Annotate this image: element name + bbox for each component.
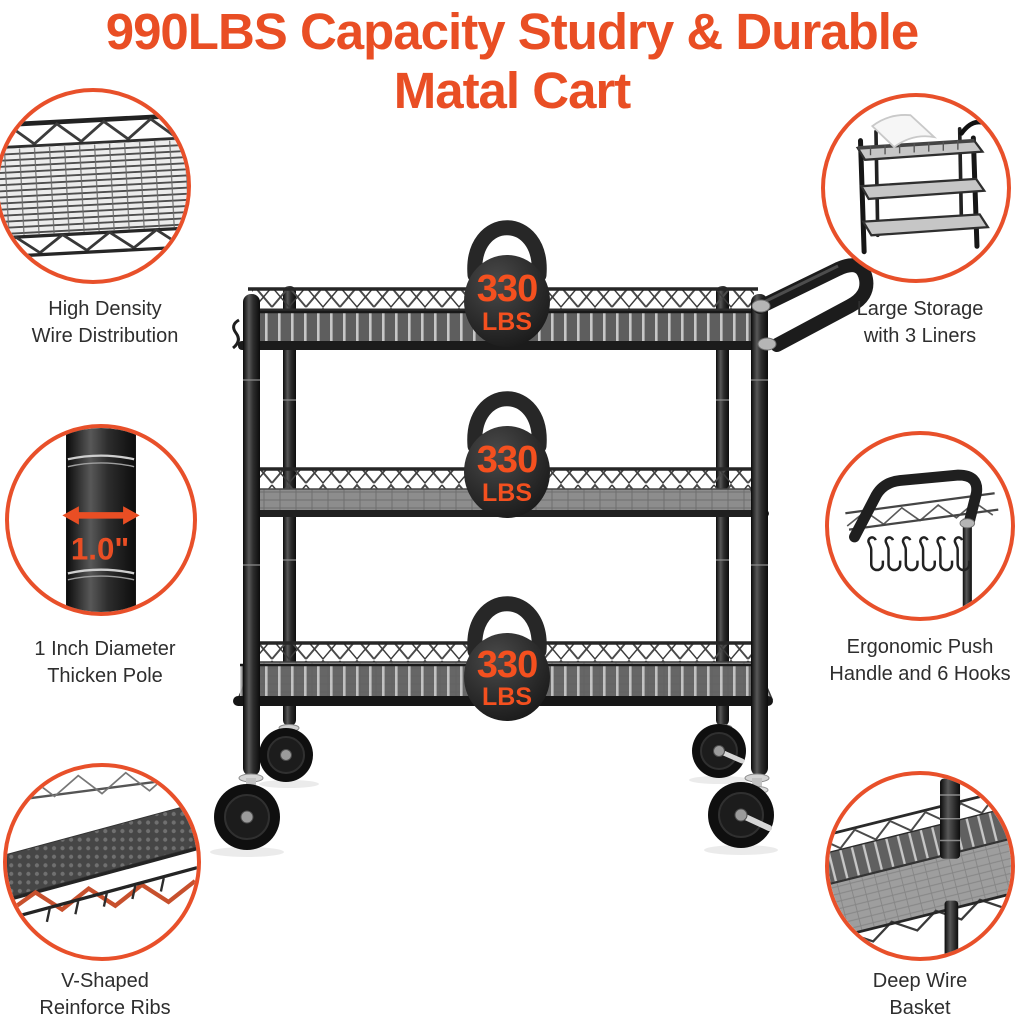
caster-front-right <box>704 773 778 855</box>
caster-front-left <box>210 773 284 857</box>
page-title-line1: 990LBS Capacity Studry & Durable <box>105 3 920 60</box>
thicken-pole-image: 1.0" <box>5 424 197 616</box>
push-handle <box>751 258 874 352</box>
diameter-value: 1.0" <box>71 532 129 567</box>
callout-label: Deep Wire Basket <box>872 970 968 1019</box>
callout-label: V-Shaped Reinforce Ribs <box>39 970 171 1019</box>
diameter-arrow <box>62 506 140 525</box>
s-hooks <box>867 536 971 572</box>
deep-basket-image <box>825 771 1015 961</box>
casters <box>210 724 778 857</box>
capacity-badge-unit: LBS <box>482 308 532 336</box>
high-density-wire-image <box>0 88 191 284</box>
capacity-badge-unit: LBS <box>482 479 532 507</box>
caster-back-left <box>259 724 319 788</box>
capacity-badge-value: 330 <box>477 268 537 310</box>
cart-illustration: 330 LBS 330 LBS 330 LBS <box>210 220 874 857</box>
capacity-badge-value: 330 <box>477 644 537 686</box>
caster-back-right <box>689 724 749 784</box>
kettlebell-bottom: 330 LBS <box>464 596 550 721</box>
large-storage-image <box>821 93 1011 283</box>
callout-label: 1 Inch Diameter Thicken Pole <box>34 638 176 687</box>
page-title: 990LBS Capacity Studry & Durable Matal C… <box>0 2 1024 120</box>
callout-label: Large Storage with 3 Liners <box>856 298 984 347</box>
push-handle-image <box>825 431 1015 621</box>
page-title-line2: Matal Cart <box>393 62 632 119</box>
kettlebell-top: 330 LBS <box>464 220 550 347</box>
liner-sheet <box>870 114 938 149</box>
side-hook <box>232 318 240 350</box>
capacity-badge-value: 330 <box>477 439 537 481</box>
capacity-badge-unit: LBS <box>482 683 532 711</box>
front-poles <box>243 294 768 776</box>
kettlebell-middle: 330 LBS <box>464 391 550 518</box>
callout-label: Ergonomic Push Handle and 6 Hooks <box>829 636 1011 685</box>
callout-label: High Density Wire Distribution <box>31 298 179 347</box>
v-shaped-ribs-image <box>3 763 201 961</box>
